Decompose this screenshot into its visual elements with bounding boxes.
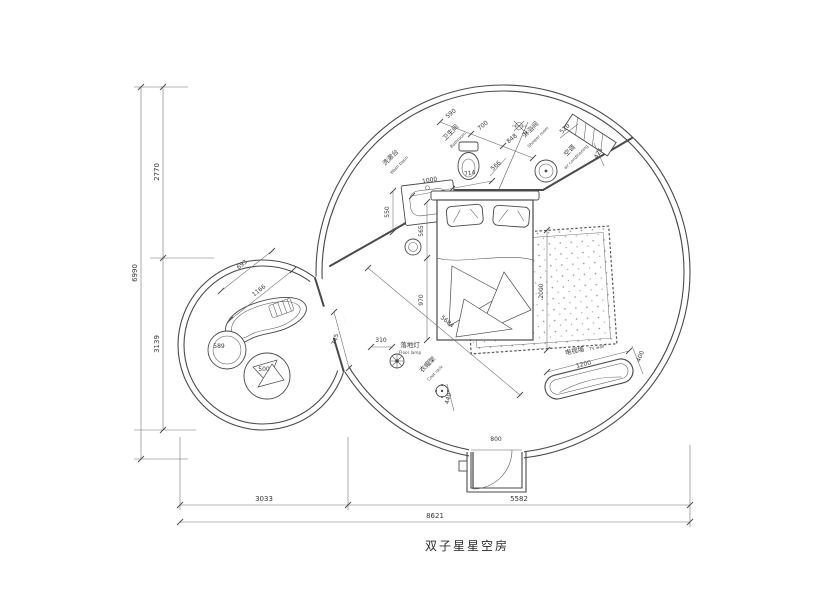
dim-bed-length: 2000 xyxy=(538,283,545,298)
dim-basin-b: 714 xyxy=(463,169,476,178)
dim-ac-b: 421 xyxy=(593,146,605,160)
dim-tv-length: 1200 xyxy=(575,359,592,370)
dim-lamp: 310 xyxy=(375,337,387,344)
dim-bath-a: 590 xyxy=(444,107,457,120)
floor-drain xyxy=(534,159,558,183)
label-tv-en: TV wall xyxy=(588,344,605,352)
bedside-stool xyxy=(404,238,422,256)
dim-tv-width: 400 xyxy=(635,350,646,363)
dim-basin-a: 1000 xyxy=(422,176,438,186)
coat-rack-icon xyxy=(435,384,449,398)
dim-small-width: 3033 xyxy=(255,495,273,503)
bottom-dimension-lines: 3033 5582 8621 xyxy=(176,437,694,527)
left-dimension-lines: 6990 2770 3139 xyxy=(131,83,214,463)
dim-chair-a: 589 xyxy=(213,343,225,350)
dim-vanity-w: 550 xyxy=(384,206,391,218)
dim-bed-a: 565 xyxy=(418,225,425,237)
round-chair-small xyxy=(207,330,247,370)
dim-rack: 440 xyxy=(444,392,454,405)
blanket-edge xyxy=(436,257,534,261)
dim-sofa-c: 745 xyxy=(331,333,341,346)
dim-bath-c: 848 xyxy=(505,132,518,145)
dim-sofa-b: 1166 xyxy=(251,283,267,298)
label-lamp-en: Floor lamp xyxy=(399,350,422,355)
floor-lamp-icon xyxy=(389,353,405,369)
dim-sofa-a: 693 xyxy=(235,258,248,271)
dim-bath-b: 700 xyxy=(476,119,489,132)
label-lamp-cn: 落地灯 xyxy=(400,340,420,349)
tv-wall xyxy=(544,358,634,400)
dim-upper-height: 2770 xyxy=(153,163,161,181)
round-chair-large xyxy=(243,352,291,400)
dim-bed-b: 970 xyxy=(418,294,425,306)
toilet xyxy=(457,141,480,180)
pillow xyxy=(492,204,531,228)
label-tv-cn: 电视墙 xyxy=(564,344,585,357)
blanket-fold xyxy=(455,298,513,338)
dim-toilet-a: 566 xyxy=(489,159,502,172)
dim-lower-height: 3139 xyxy=(153,335,161,353)
shower-head-icon xyxy=(512,120,526,132)
headboard xyxy=(430,190,540,201)
pillow xyxy=(445,203,484,227)
dim-door-width: 800 xyxy=(490,436,502,443)
tv-wall-dimensions: 1200 400 xyxy=(543,345,646,376)
dim-chair-b: 500 xyxy=(258,366,270,373)
entrance-door: 800 xyxy=(458,436,527,493)
dim-total-width: 8621 xyxy=(426,512,444,520)
dim-large-width: 5582 xyxy=(510,495,528,503)
plan-title: 双子星星空房 xyxy=(425,538,509,553)
dim-total-height: 6990 xyxy=(131,264,139,282)
bed xyxy=(430,190,540,341)
passage xyxy=(308,276,351,373)
lounge-sofa xyxy=(225,297,307,344)
